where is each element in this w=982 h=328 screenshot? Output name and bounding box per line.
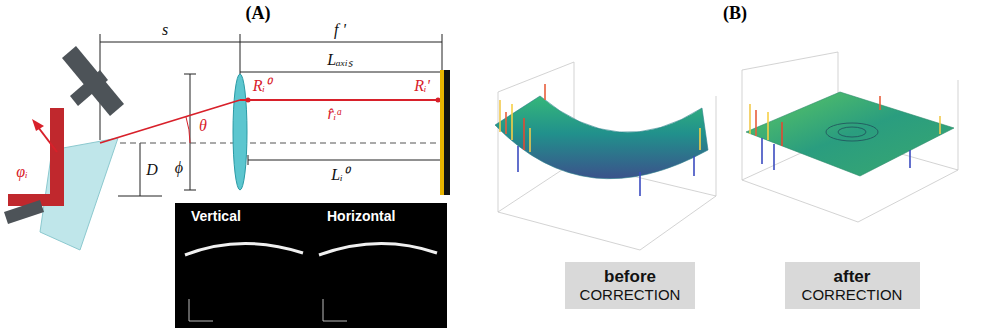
node-text: after (834, 267, 871, 287)
dimension-line (100, 42, 240, 43)
lens (233, 74, 247, 190)
galvo-mirror (62, 46, 124, 116)
noise-spike (939, 116, 941, 134)
noise-spike (699, 128, 701, 150)
scan-ray (100, 100, 240, 143)
scan-ray (240, 99, 438, 101)
noise-spike (517, 146, 519, 172)
plot-axis (742, 70, 743, 180)
surface (746, 92, 954, 176)
noise-spike (639, 172, 641, 196)
node-text: CORRECTION (580, 286, 681, 303)
node-text: before (604, 267, 656, 287)
angle-label: θ (199, 117, 207, 135)
galvo-mount (70, 70, 108, 106)
dimension-label: ϕ (175, 159, 183, 177)
dimension-label: f ' (334, 21, 346, 39)
noise-spike (909, 150, 911, 168)
dimension-label: Lᵢ⁰ (331, 166, 348, 184)
surface-ring (838, 127, 866, 137)
dimension-line (240, 42, 442, 43)
panel-label: (B) (723, 4, 747, 24)
node-text: Vertical (175, 209, 311, 328)
panel-label: (A) (246, 4, 271, 24)
noise-spike (505, 112, 507, 134)
plot-axis (498, 196, 716, 250)
plot-axis (742, 170, 958, 222)
extension-line (442, 34, 443, 70)
angle-arc (186, 117, 190, 143)
detector-body (444, 70, 450, 195)
dimension-line (248, 160, 442, 161)
normal-arrow (38, 127, 57, 152)
vector-label: r̂ᵢᵃ (327, 105, 342, 123)
noise-spike (755, 110, 757, 136)
scale-bar (189, 299, 213, 321)
dimension-line (140, 143, 141, 196)
noise-spike (693, 156, 695, 176)
caption-box: afterCORRECTION (785, 262, 920, 309)
surface (495, 96, 708, 179)
cornea-arc (185, 243, 303, 255)
detector-face (440, 70, 444, 195)
dimension-tick (248, 155, 249, 165)
mirror-red (50, 108, 64, 206)
noise-spike (761, 138, 763, 164)
noise-spike (879, 96, 881, 110)
caption-box: beforeCORRECTION (565, 262, 695, 309)
noise-spike (511, 104, 513, 140)
point (246, 98, 251, 103)
dimension-label: s (162, 21, 168, 39)
point (436, 98, 441, 103)
point-label: Rᵢ' (414, 77, 430, 95)
dimension-label: D (146, 161, 158, 179)
mirror-bar (4, 200, 44, 224)
noise-spike (499, 100, 501, 132)
dimension-line (240, 72, 442, 73)
dimension-tick (184, 74, 196, 75)
oct-image: VerticalHorizontal (175, 203, 447, 328)
optical-axis (100, 142, 440, 143)
plot-axis (742, 52, 838, 70)
noise-spike (781, 122, 783, 146)
noise-spike (523, 118, 525, 150)
noise-spike (773, 144, 775, 170)
node-text: Horizontal (311, 209, 447, 328)
cornea-arc (319, 243, 437, 255)
dimension-tick (184, 190, 196, 191)
extension-line (240, 34, 241, 74)
node-text: CORRECTION (802, 286, 903, 303)
surface-ring (826, 123, 878, 141)
noise-spike (749, 104, 751, 134)
noise-spike (529, 128, 531, 152)
noise-spike (544, 84, 546, 100)
point-label: Rᵢ⁰ (253, 77, 271, 95)
scale-bar (323, 299, 347, 321)
plot-axis (498, 92, 499, 212)
noise-spike (767, 112, 769, 140)
plot-axis (958, 80, 959, 170)
arrowhead (32, 119, 44, 131)
dimension-label: Lₐₓᵢₛ (327, 51, 353, 69)
plot-axis (498, 62, 574, 92)
angle-label: φᵢ (16, 163, 27, 181)
plot-axis (716, 96, 717, 196)
